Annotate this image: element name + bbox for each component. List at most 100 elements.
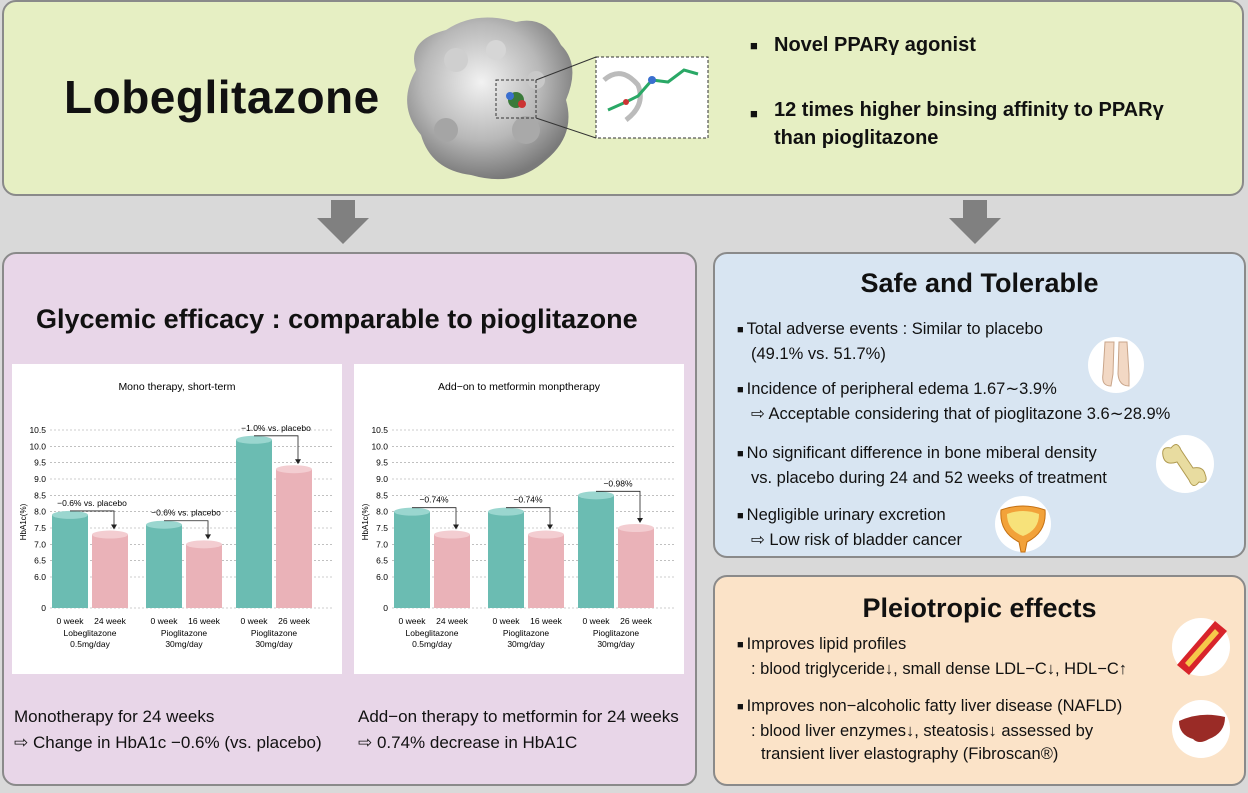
safety-panel: Safe and Tolerable ■Total adverse events… [713,252,1246,558]
annotation-label: −0.74% [419,495,449,505]
group-label: Lobeglitazone [406,628,459,638]
y-tick-label: 10.5 [29,425,46,435]
annotation-arrowhead [295,459,301,465]
bar [528,534,564,608]
group-label: 30mg/day [165,639,203,649]
bar [92,534,128,608]
y-tick-label: 6.0 [34,572,46,582]
bar-cap [52,510,88,519]
annotation-arrowhead [637,518,643,523]
y-tick-label: 7.5 [34,523,46,533]
y-tick-label: 7.0 [34,539,46,549]
bar-cap [488,507,524,516]
safety-item-edema: ■Incidence of peripheral edema 1.67∼3.9%… [737,380,1171,423]
y-axis-label: HbA1c(%) [19,503,28,540]
pleio-item-nafld: ■Improves non−alcoholic fatty liver dise… [737,697,1123,763]
annotation-arrowhead [205,534,211,540]
group-label: Pioglitazone [503,628,550,638]
x-tick-label: 0 week [151,616,179,626]
x-tick-label: 0 week [57,616,85,626]
x-tick-label: 0 week [241,616,269,626]
bar-cap [434,530,470,539]
x-tick-label: 16 week [530,616,562,626]
bar [394,511,430,608]
x-tick-label: 24 week [436,616,468,626]
y-tick-label: 6.5 [34,556,46,566]
protein-structure-image [407,17,709,180]
y-tick-label: 0 [383,603,388,613]
annotation-arrow [506,507,551,529]
bar-cap [528,530,564,539]
annotation-arrow [164,520,209,539]
annotation-arrowhead [547,524,553,530]
bar [276,469,312,608]
bar [434,534,470,608]
group-label: Pioglitazone [593,628,640,638]
annotation-label: −0.98% [603,478,633,488]
group-label: Pioglitazone [251,628,298,638]
y-tick-label: 9.0 [376,474,388,484]
blood-vessel-icon [1172,618,1230,676]
foot-addon: Add−on therapy to metformin for 24 weeks… [358,707,679,752]
bar [488,511,524,608]
annotation-label: −0.6% vs. placebo [57,498,127,508]
annotation-arrowhead [111,524,117,530]
safety-item-urinary: ■Negligible urinary excretion ⇨ Low risk… [737,506,963,549]
y-axis-label: HbA1c(%) [361,503,370,540]
bar-cap [236,435,272,444]
y-tick-label: 8.5 [34,490,46,500]
safety-item-adverse-events: ■Total adverse events : Similar to place… [737,320,1043,363]
pleiotropic-panel: Pleiotropic effects ■Improves lipid prof… [713,575,1246,786]
chart-title: Add−on to metformin monptherapy [438,381,601,393]
bullet-binding-affinity: 12 times higher binsing affinity to PPAR… [750,96,1164,152]
group-label: 0.5mg/day [412,639,452,649]
y-tick-label: 6.5 [376,556,388,566]
y-tick-label: 9.0 [34,474,46,484]
liver-icon [1172,700,1230,758]
x-tick-label: 0 week [399,616,427,626]
bar [578,495,614,608]
bar-cap [394,507,430,516]
x-tick-label: 24 week [94,616,126,626]
bar-cap [618,524,654,532]
annotation-label: −0.74% [513,495,543,505]
safety-title: Safe and Tolerable [860,268,1099,298]
group-label: 30mg/day [507,639,545,649]
y-tick-label: 10.0 [29,441,46,451]
annotation-arrow [412,507,457,529]
bar-cap [186,540,222,549]
y-tick-label: 9.5 [34,458,46,468]
x-tick-label: 26 week [278,616,310,626]
x-tick-label: 26 week [620,616,652,626]
bladder-icon [995,496,1051,553]
annotation-arrow [70,510,115,529]
y-tick-label: 8.0 [376,507,388,517]
x-tick-label: 0 week [583,616,611,626]
bar [52,514,88,608]
annotation-arrow [254,435,299,464]
y-tick-label: 6.0 [376,572,388,582]
y-tick-label: 7.5 [376,523,388,533]
y-tick-label: 8.5 [376,490,388,500]
group-label: 30mg/day [597,639,635,649]
y-tick-label: 9.5 [376,458,388,468]
header-panel: Lobeglitazone Novel PPARγ agonist 12 tim… [2,0,1244,196]
x-tick-label: 0 week [493,616,521,626]
bar-cap [92,530,128,539]
glycemic-panel: Glycemic efficacy : comparable to piogli… [2,252,697,786]
group-label: 0.5mg/day [70,639,110,649]
bullet-ppar-agonist: Novel PPARγ agonist [750,34,976,57]
foot-monotherapy: Monotherapy for 24 weeks ⇨ Change in HbA… [14,707,322,752]
x-tick-label: 16 week [188,616,220,626]
group-label: 30mg/day [255,639,293,649]
chart-title: Mono therapy, short-term [118,381,235,393]
bar [618,528,654,608]
safety-item-bone-density: ■No significant difference in bone miber… [737,444,1107,487]
annotation-label: −1.0% vs. placebo [241,423,311,433]
y-tick-label: 10.0 [371,441,388,451]
bar [236,439,272,608]
y-tick-label: 8.0 [34,507,46,517]
